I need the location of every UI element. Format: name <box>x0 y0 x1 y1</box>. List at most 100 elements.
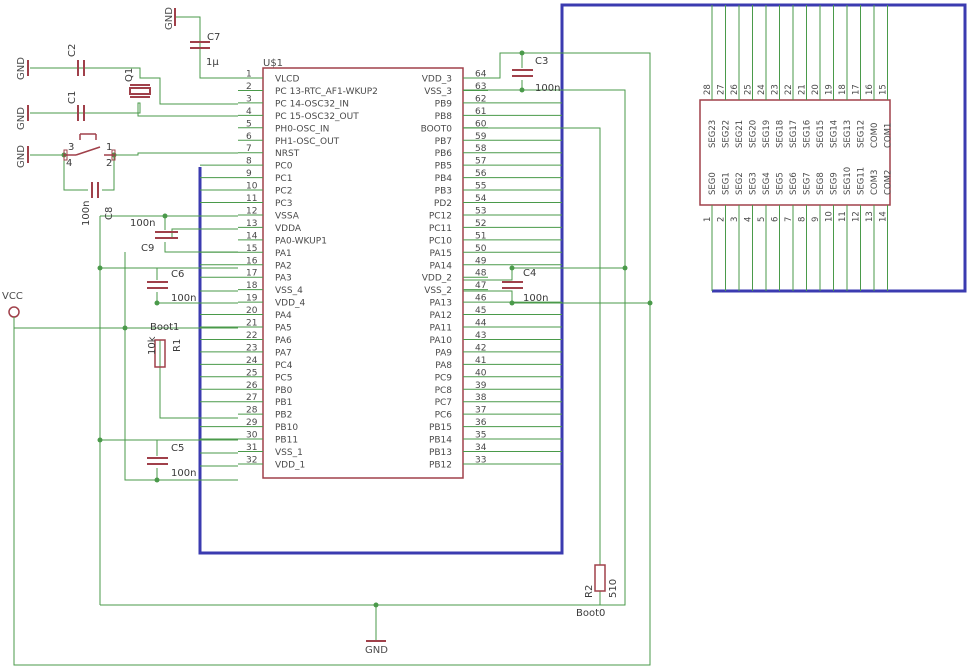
lcd-pin-label: SEG3 <box>749 172 759 195</box>
mcu-pin-number: 12 <box>246 206 257 216</box>
mcu-pin-label: PB4 <box>435 174 453 184</box>
lcd-pin-label: SEG15 <box>816 120 826 148</box>
mcu-pin-label: PC6 <box>435 411 453 421</box>
mcu-pin-number: 21 <box>246 319 257 329</box>
mcu-pin-label: VSS_3 <box>424 87 452 97</box>
boot1-label: Boot1 <box>150 322 179 333</box>
lcd-pin-number: 15 <box>879 84 889 95</box>
lcd-pin-number: 12 <box>852 211 862 222</box>
q1-name: Q1 <box>124 68 135 82</box>
gnd-label-switch: GND <box>16 145 27 168</box>
mcu-pin-number: 47 <box>475 281 486 291</box>
lcd-pin-label: SEG0 <box>708 172 718 195</box>
mcu-pin-label: PD2 <box>434 199 452 209</box>
mcu-pin-number: 11 <box>246 194 257 204</box>
vcc-symbol <box>8 306 20 328</box>
mcu-pin-label: PC0 <box>275 162 293 172</box>
mcu-pin-number: 17 <box>246 269 257 279</box>
lcd-pin-label: COM2 <box>884 170 894 195</box>
mcu-pin-number: 23 <box>246 343 257 353</box>
mcu-pin-label: VDDA <box>275 224 302 234</box>
mcu-pin-number: 60 <box>475 119 487 129</box>
c7-name: C7 <box>207 32 220 43</box>
mcu-pin-label: PB14 <box>429 436 452 446</box>
vcc-label: VCC <box>2 291 23 302</box>
lcd-pin-number: 25 <box>744 84 754 95</box>
mcu-pin-label: PA3 <box>275 274 292 284</box>
mcu-pin-number: 14 <box>246 231 258 241</box>
lcd-pin-label: COM3 <box>870 170 880 195</box>
c3-value: 100n <box>535 83 560 94</box>
mcu-pin-number: 43 <box>475 331 486 341</box>
c6-value: 100n <box>171 293 196 304</box>
lcd-pin-label: SEG4 <box>762 172 772 195</box>
mcu-pin-label: PC9 <box>435 373 453 383</box>
mcu-pin-number: 19 <box>246 294 258 304</box>
gnd-symbols <box>27 8 386 642</box>
mcu-pin-label: PH0-OSC_IN <box>275 124 329 134</box>
mcu-pin-label: PA9 <box>435 348 452 358</box>
lcd-pin-number: 9 <box>811 217 821 222</box>
c7-value: 1μ <box>206 57 219 68</box>
mcu-pin-number: 22 <box>246 331 257 341</box>
lcd-pin-number: 4 <box>744 217 754 222</box>
mcu-pin-number: 42 <box>475 343 486 353</box>
lcd-pin-label: SEG7 <box>803 172 813 195</box>
mcu-pin-label: VSS_1 <box>275 448 303 458</box>
mcu-pin-label: VLCD <box>275 75 299 85</box>
lcd-bottom-pins: 1SEG02SEG13SEG24SEG35SEG46SEG57SEG68SEG7… <box>703 167 894 291</box>
mcu-pin-label: PB3 <box>435 187 452 197</box>
mcu-pin-label: PA5 <box>275 324 292 334</box>
mcu-pin-number: 1 <box>246 70 252 80</box>
mcu-pin-label: PA2 <box>275 261 292 271</box>
lcd-pin-number: 13 <box>865 211 875 222</box>
mcu-pin-label: PB9 <box>435 99 453 109</box>
mcu-right-pins: 64VDD_363VSS_362PB961PB860BOOT059PB758PB… <box>421 70 562 470</box>
mcu-pin-number: 36 <box>475 418 487 428</box>
mcu-pin-label: PA14 <box>430 261 453 271</box>
switch-pin-2: 2 <box>106 158 112 169</box>
mcu-pin-number: 40 <box>475 368 487 378</box>
lcd-pin-label: SEG20 <box>749 120 759 148</box>
r1-value: 10k <box>147 336 158 355</box>
mcu-pin-number: 58 <box>475 144 487 154</box>
mcu-pin-label: PA1 <box>275 249 292 259</box>
mcu-pin-label: PA4 <box>275 311 292 321</box>
mcu-pin-label: VSS_2 <box>424 286 452 296</box>
c8-name: C8 <box>104 207 115 220</box>
mcu-pin-number: 32 <box>246 455 257 465</box>
mcu-pin-number: 46 <box>475 294 487 304</box>
mcu-pin-number: 3 <box>246 94 252 104</box>
c4-value: 100n <box>523 293 548 304</box>
mcu-pin-number: 41 <box>475 356 486 366</box>
lcd-pin-13: 13 COM3 <box>865 170 880 291</box>
